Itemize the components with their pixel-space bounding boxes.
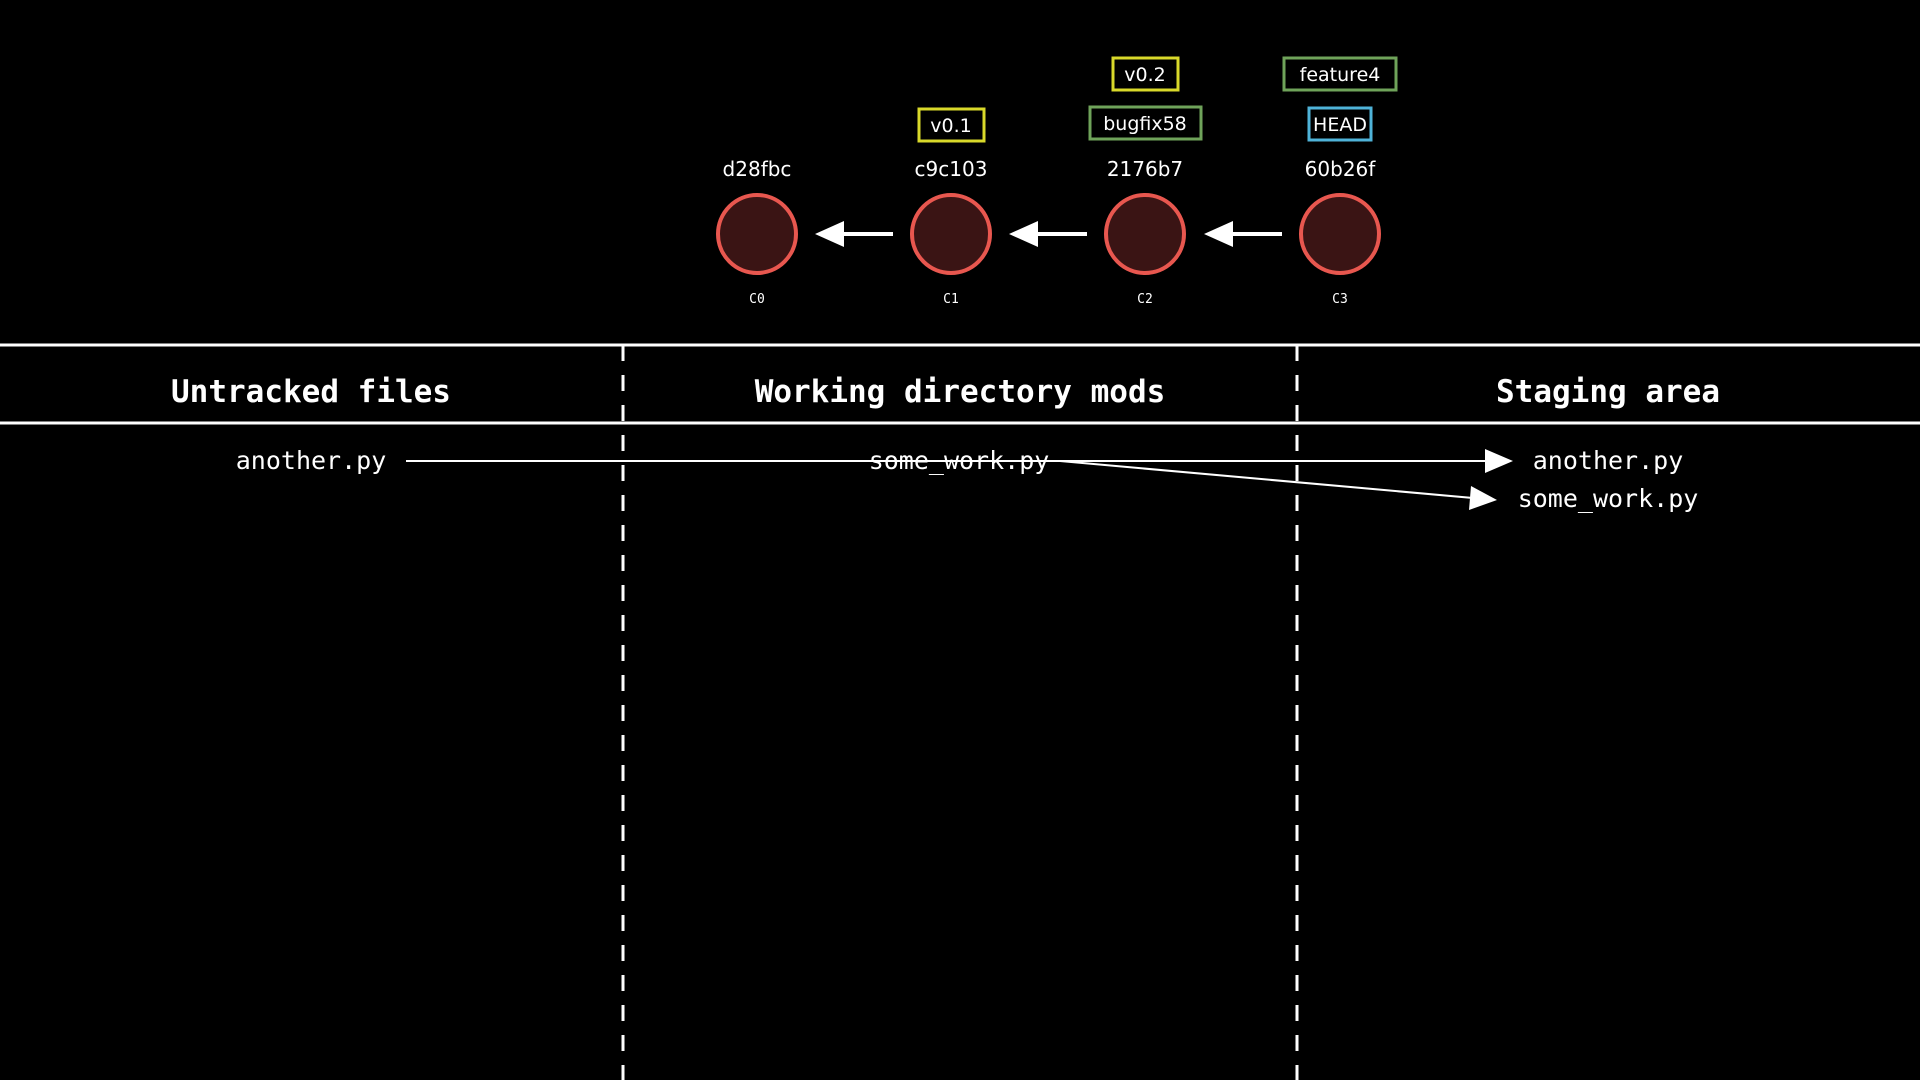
commit-id: C0 [749,292,765,307]
commit-hash: 2176b7 [1107,157,1183,181]
file-table: Untracked files Working directory mods S… [0,343,1920,1080]
commit-node[interactable] [716,193,798,275]
tag-text: v0.1 [930,115,971,137]
commit-id: C1 [943,292,959,307]
file-untracked-another[interactable]: another.py [236,446,387,475]
commit-hash: 60b26f [1305,157,1377,181]
tag-label: v0.2 [1111,56,1180,92]
commit-node[interactable] [1299,193,1381,275]
branch-label: bugfix58 [1088,105,1203,141]
commit-id: C3 [1332,292,1348,307]
commit-node[interactable] [910,193,992,275]
parent-arrow [815,221,893,247]
file-list: another.py some_work.py another.py some_… [236,446,1699,513]
parent-arrow [1009,221,1087,247]
branch-text: bugfix58 [1103,113,1187,135]
commit[interactable]: feature4 HEAD 60b26f C3 [1282,56,1398,307]
column-header-working-dir: Working directory mods [755,374,1166,410]
file-staged-another[interactable]: another.py [1533,446,1684,475]
commit-hash: d28fbc [723,157,792,181]
head-text: HEAD [1313,114,1367,136]
commit[interactable]: v0.1 c9c103 C1 [910,107,992,307]
parent-arrow [1204,221,1282,247]
commit[interactable]: d28fbc C0 [716,157,798,307]
commit[interactable]: v0.2 bugfix58 2176b7 C2 [1088,56,1203,307]
branch-label: feature4 [1282,56,1398,92]
commit-id: C2 [1137,292,1153,307]
file-staged-some-work[interactable]: some_work.py [1518,484,1699,513]
commit-graph: d28fbc C0 v0.1 c9c103 C1 v0.2 bugfix58 [716,56,1398,307]
head-label: HEAD [1307,106,1373,142]
column-header-untracked: Untracked files [171,374,451,410]
tag-label: v0.1 [917,107,986,143]
branch-text: feature4 [1300,64,1381,86]
move-arrow [406,449,1513,473]
move-arrow [1059,460,1497,510]
commit-node[interactable] [1104,193,1186,275]
file-modified-some-work[interactable]: some_work.py [869,446,1050,475]
commit-hash: c9c103 [915,157,988,181]
column-header-staging: Staging area [1496,374,1720,410]
tag-text: v0.2 [1124,64,1165,86]
